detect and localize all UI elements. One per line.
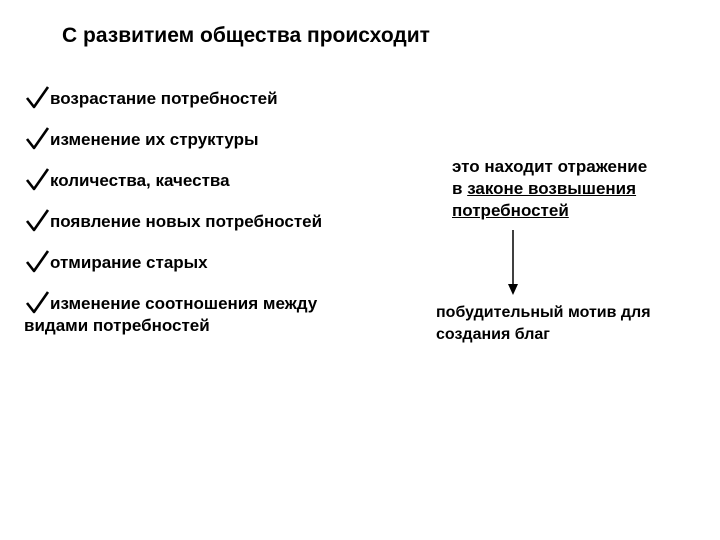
bullet-text: изменение их структуры	[50, 130, 259, 149]
checkmark-icon	[24, 166, 50, 192]
motive-line: побудительный мотив для	[436, 304, 651, 321]
bullet-text: изменение соотношения между	[50, 294, 318, 313]
note-line: это находит отражение	[452, 157, 648, 176]
bullet-text: отмирание старых	[50, 253, 208, 272]
bullet-item: появление новых потребностей	[24, 207, 394, 233]
checkmark-icon	[24, 207, 50, 233]
bullet-item: отмирание старых	[24, 248, 394, 274]
law-link-text: законе возвышения	[467, 179, 637, 198]
law-link-text: потребностей	[452, 201, 569, 220]
checkmark-icon	[24, 125, 50, 151]
checkmark-icon	[24, 289, 50, 315]
arrow-down-icon	[508, 230, 518, 295]
note-text: в	[452, 179, 468, 198]
bullet-item: количества, качества	[24, 166, 394, 192]
motive-text: побудительный мотив для создания благ	[436, 302, 706, 346]
bullet-item: изменение соотношения между видами потре…	[24, 289, 394, 337]
bullet-text: возрастание потребностей	[50, 89, 278, 108]
bullet-item: возрастание потребностей	[24, 84, 394, 110]
motive-line: создания благ	[436, 326, 550, 343]
bullet-text: количества, качества	[50, 171, 230, 190]
bullet-text-continuation: видами потребностей	[24, 316, 210, 335]
checkmark-icon	[24, 248, 50, 274]
law-note: это находит отражение в законе возвышени…	[452, 156, 720, 222]
bullet-text: появление новых потребностей	[50, 212, 323, 231]
bullet-item: изменение их структуры	[24, 125, 394, 151]
note-line: в законе возвышения	[452, 178, 720, 200]
checkmark-icon	[24, 84, 50, 110]
bullet-list: возрастание потребностей изменение их ст…	[24, 84, 394, 352]
slide-title: С развитием общества происходит	[62, 24, 430, 47]
